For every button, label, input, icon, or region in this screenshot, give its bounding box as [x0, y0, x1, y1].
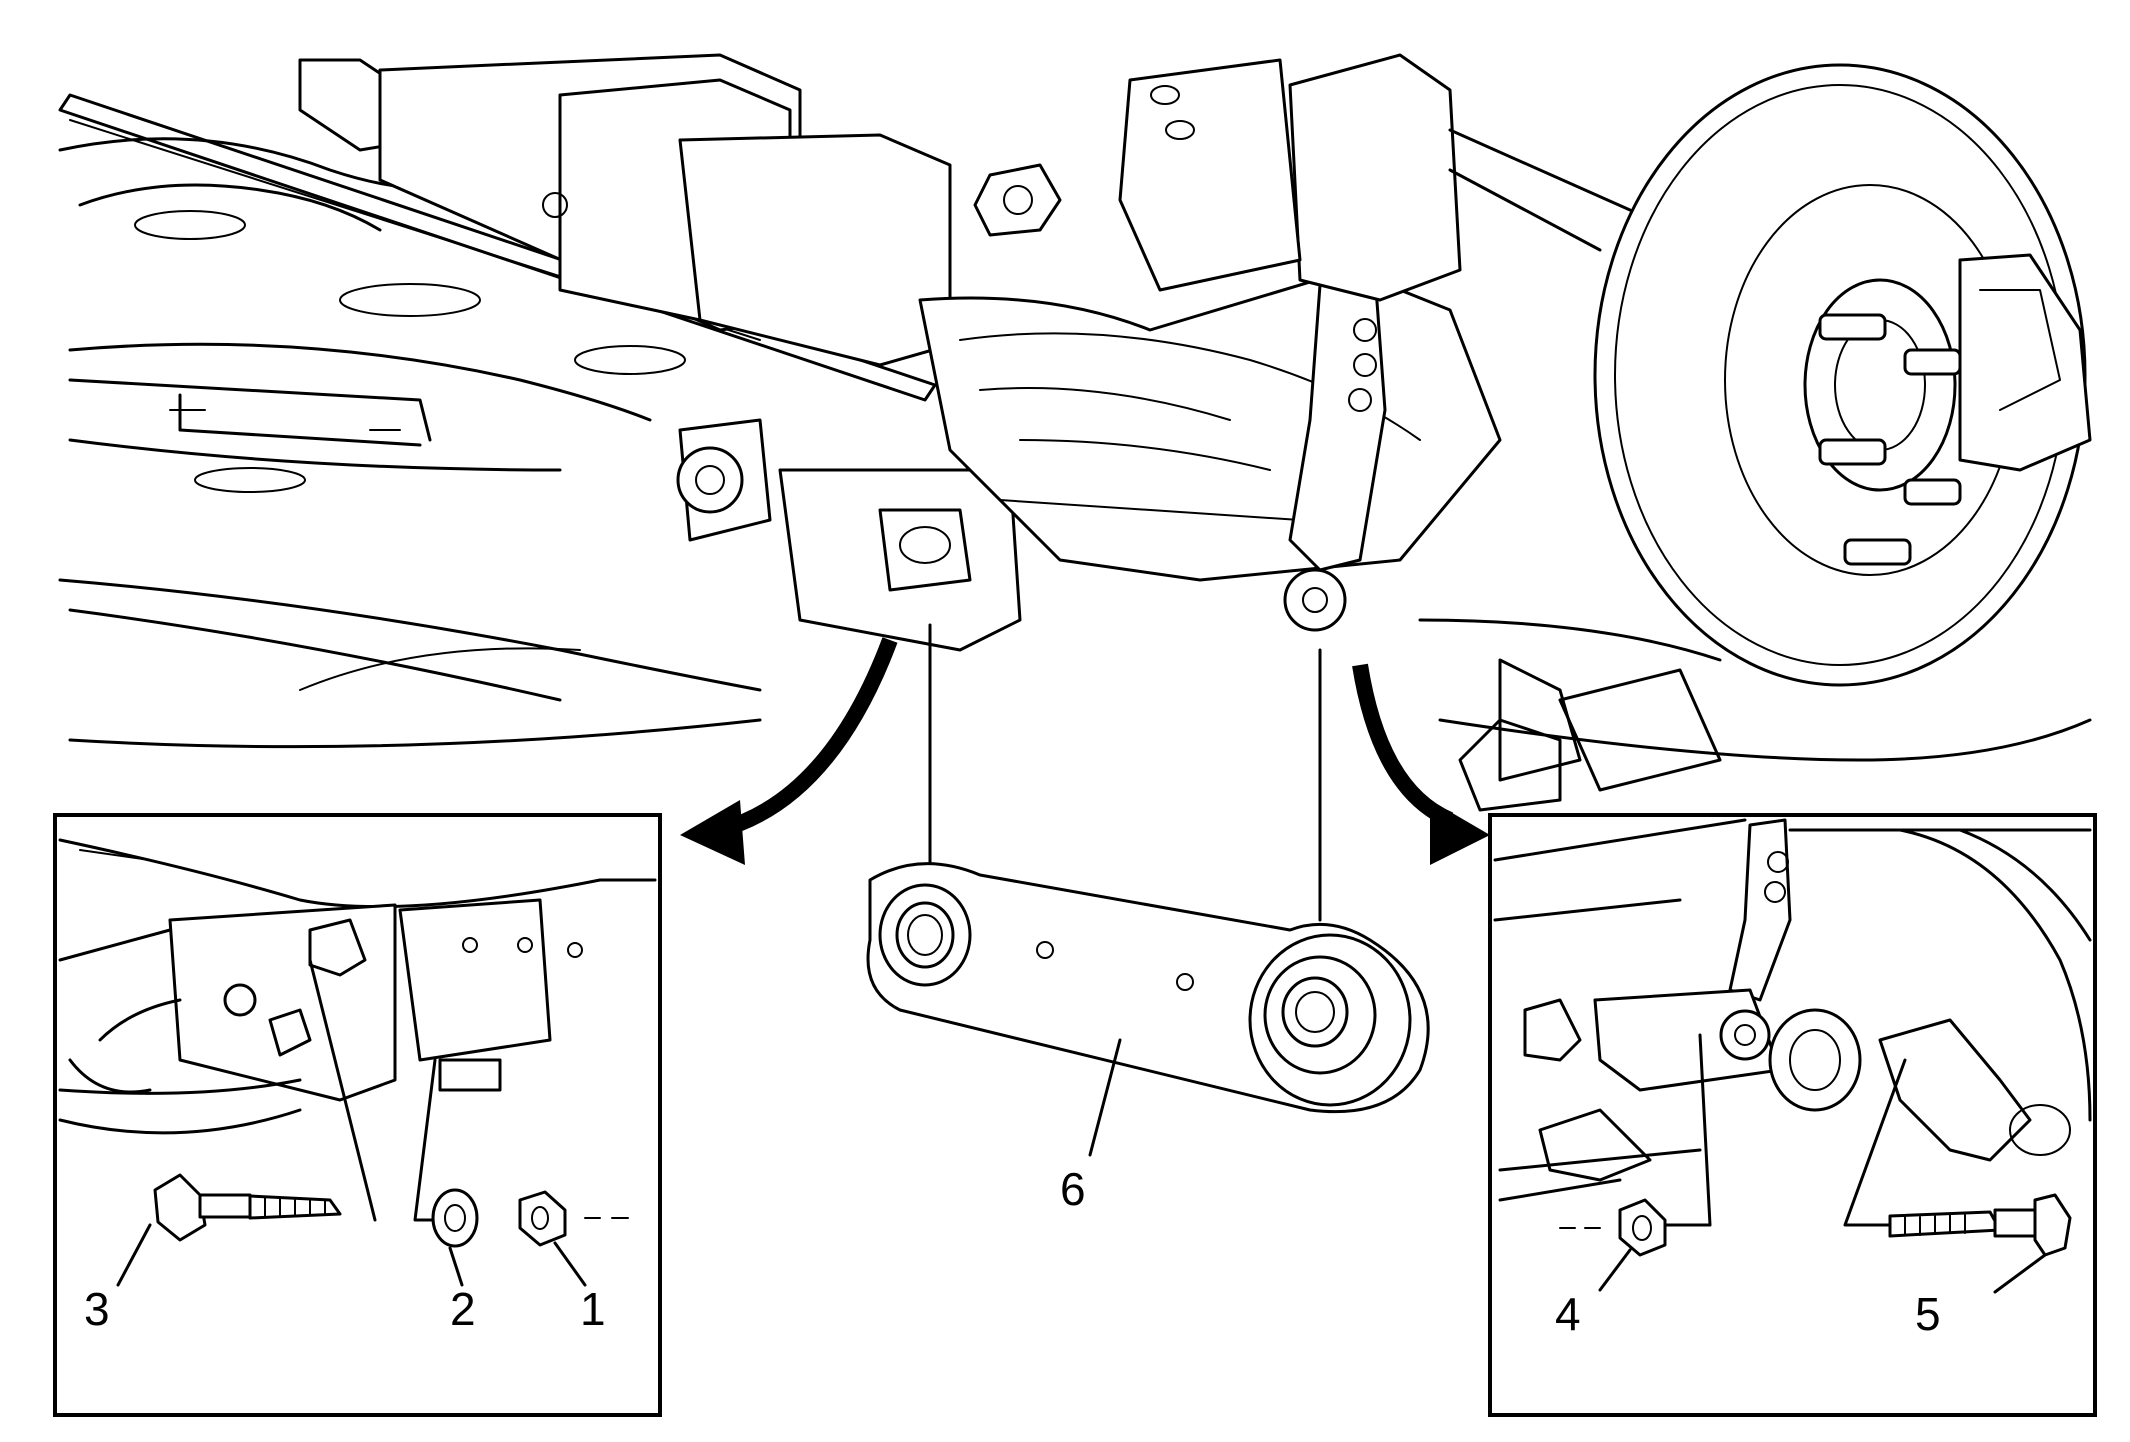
callout-1: 1 — [580, 1283, 606, 1335]
callout-6: 6 — [1060, 1163, 1086, 1215]
vehicle-underbody-view — [58, 53, 2092, 812]
washer-2 — [431, 1188, 479, 1248]
callout-3: 3 — [84, 1283, 110, 1335]
wheel-studs — [1818, 313, 1962, 566]
bolt-3 — [153, 1173, 342, 1242]
bolt-5 — [1888, 1193, 2072, 1257]
suspension-arm — [866, 862, 1430, 1157]
arrow-to-right-inset — [1352, 663, 1490, 865]
nut-4 — [1559, 1198, 1667, 1257]
callout-2: 2 — [450, 1283, 476, 1335]
callout-4: 4 — [1555, 1288, 1581, 1340]
nut-1 — [518, 1190, 629, 1247]
left-detail-inset — [53, 813, 662, 1417]
callout-5: 5 — [1915, 1288, 1941, 1340]
right-detail-inset — [1488, 813, 2097, 1417]
arrow-to-left-inset — [680, 637, 898, 865]
